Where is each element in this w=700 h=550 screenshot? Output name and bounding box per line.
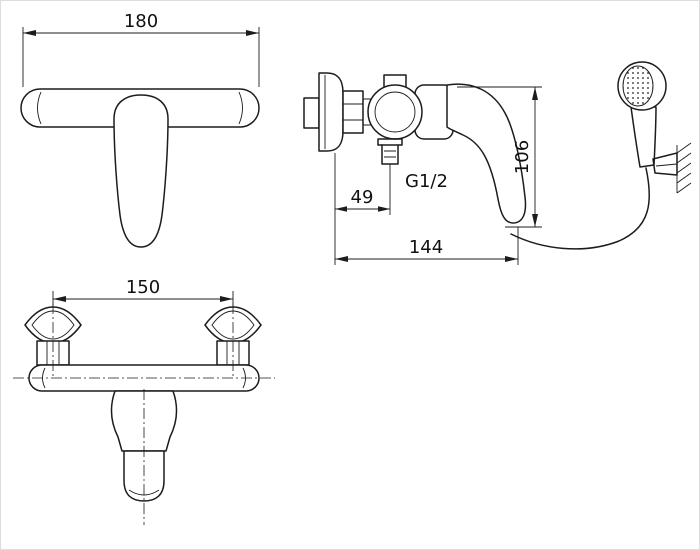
valve-body-inner <box>374 91 416 133</box>
valve-body-side <box>367 84 423 140</box>
shower-handle <box>630 106 657 168</box>
dimension-49: 49 <box>334 153 391 265</box>
cartridge-cap <box>383 74 407 88</box>
dim-49-label: 49 <box>351 187 374 208</box>
valve-housing-front <box>110 390 178 452</box>
front-view <box>13 303 275 525</box>
dimension-106: 106 <box>457 86 542 228</box>
wall-union-stub <box>303 97 320 129</box>
escutcheon-side <box>318 72 344 152</box>
dim-144-label: 144 <box>409 237 443 258</box>
lever-handle-top <box>113 94 169 248</box>
spray-face <box>622 65 654 107</box>
dimension-180: 180 <box>22 11 260 87</box>
hex-nut-side <box>342 90 364 134</box>
shower-hose <box>510 167 651 250</box>
dimension-144: 144 <box>335 227 519 265</box>
body-end-arc-left <box>37 91 42 125</box>
body-end-arc-right <box>238 91 243 125</box>
hand-shower <box>510 61 692 250</box>
lever-handle-side <box>446 83 527 224</box>
wall-bracket <box>652 142 692 194</box>
shower-outlet <box>377 138 403 165</box>
dim-180-label: 180 <box>124 11 158 32</box>
thread-size-label: G1/2 <box>405 171 448 192</box>
dimension-150: 150 <box>52 277 234 307</box>
dim-106-label: 106 <box>512 140 533 174</box>
wall-hatching <box>676 142 692 194</box>
side-view: G1/2 <box>303 72 527 224</box>
dim-150-label: 150 <box>126 277 160 298</box>
top-view <box>20 88 260 248</box>
